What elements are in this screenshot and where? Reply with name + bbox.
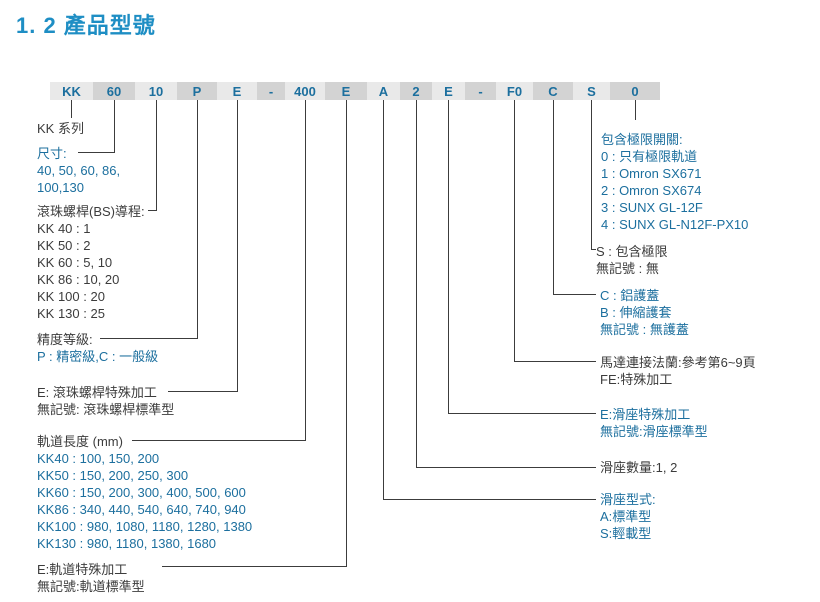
text-line: KK 50 : 2: [37, 238, 91, 253]
text-line: 滑座數量:1, 2: [600, 460, 678, 475]
code-segment-size: 60: [93, 82, 135, 100]
ball-screw-special-section: E: 滾珠螺桿特殊加工 無記號: 滾珠螺桿標準型: [37, 384, 174, 418]
text-line: 滑座型式:: [600, 492, 656, 507]
text-line: 軌道長度 (mm): [37, 434, 123, 449]
text-line: KK 60 : 5, 10: [37, 255, 113, 270]
rail-special-section: E:軌道特殊加工 無記號:軌道標準型: [37, 561, 145, 595]
code-segment-slider-special: E: [432, 82, 465, 100]
code-segment-slider-type: A: [367, 82, 400, 100]
code-segment-switch: 0: [610, 82, 660, 100]
text-line: 無記號 : 無護蓋: [600, 322, 689, 337]
text-line: 無記號: 滾珠螺桿標準型: [37, 402, 175, 417]
text-line: 無記號:軌道標準型: [37, 579, 145, 594]
text-line: A:標準型: [600, 509, 652, 524]
text-line: E: 滾珠螺桿特殊加工: [37, 385, 157, 400]
code-segment-flange: F0: [496, 82, 533, 100]
text-line: KK40 : 100, 150, 200: [37, 451, 160, 466]
text-line: 無記號:滑座標準型: [600, 424, 708, 439]
code-segment-lead: 10: [135, 82, 177, 100]
series-label-section: KK 系列: [37, 120, 84, 137]
text-line: 3 : SUNX GL-12F: [601, 200, 703, 215]
text-line: 40, 50, 60, 86,: [37, 163, 121, 178]
limit-switch-section: 包含極限開關: 0 : 只有極限軌道 1 : Omron SX671 2 : O…: [601, 131, 748, 233]
code-segment-dash1: -: [257, 82, 285, 100]
text-line: KK50 : 150, 200, 250, 300: [37, 468, 189, 483]
code-segment-series: KK: [50, 82, 93, 100]
text-line: 4 : SUNX GL-N12F-PX10: [601, 217, 749, 232]
text-line: 2 : Omron SX674: [601, 183, 702, 198]
text-line: B : 伸縮護套: [600, 305, 672, 320]
text-line: 0 : 只有極限軌道: [601, 149, 698, 164]
page-title: 1. 2 產品型號: [16, 13, 156, 38]
text-line: E:滑座特殊加工: [600, 407, 691, 422]
text-line: 100,130: [37, 180, 84, 195]
text-line: KK 100 : 20: [37, 289, 105, 304]
text-line: S : 包含極限: [596, 244, 668, 259]
ball-screw-lead-section: 滾珠螺桿(BS)導程: KK 40 : 1 KK 50 : 2 KK 60 : …: [37, 203, 145, 322]
slider-count-section: 滑座數量:1, 2: [600, 459, 677, 476]
slider-special-section: E:滑座特殊加工 無記號:滑座標準型: [600, 406, 708, 440]
text-line: 無記號 : 無: [596, 261, 659, 276]
accuracy-grade-section: 精度等級: P : 精密級,C : 一般級: [37, 331, 158, 365]
text-line: C : 鋁護蓋: [600, 288, 660, 303]
text-line: E:軌道特殊加工: [37, 562, 128, 577]
text-line: KK86 : 340, 440, 540, 640, 740, 940: [37, 502, 246, 517]
code-segment-slider-count: 2: [400, 82, 432, 100]
text-line: 馬達連接法蘭:參考第6~9頁: [600, 355, 756, 370]
text-line: FE:特殊加工: [600, 372, 673, 387]
code-segment-cover: C: [533, 82, 573, 100]
text-line: KK130 : 980, 1180, 1380, 1680: [37, 536, 217, 551]
code-segment-rail-special: E: [325, 82, 367, 100]
text-line: KK 130 : 25: [37, 306, 105, 321]
text-line: KK 40 : 1: [37, 221, 91, 236]
text-line: 尺寸:: [37, 146, 67, 161]
size-section: 尺寸: 40, 50, 60, 86, 100,130: [37, 145, 120, 196]
text-line: KK100 : 980, 1080, 1180, 1280, 1380: [37, 519, 253, 534]
model-code-bar: KK 60 10 P E - 400 E A 2 E - F0 C S 0: [50, 82, 660, 100]
code-segment-dash2: -: [465, 82, 496, 100]
text-line: S:輕載型: [600, 526, 652, 541]
motor-flange-section: 馬達連接法蘭:參考第6~9頁 FE:特殊加工: [600, 354, 756, 388]
code-segment-limit: S: [573, 82, 610, 100]
cover-section: C : 鋁護蓋 B : 伸縮護套 無記號 : 無護蓋: [600, 287, 689, 338]
text-line: 精度等級:: [37, 332, 93, 347]
slider-type-section: 滑座型式: A:標準型 S:輕載型: [600, 491, 656, 542]
code-segment-accuracy: P: [177, 82, 217, 100]
code-segment-rail-length: 400: [285, 82, 325, 100]
text-line: KK 系列: [37, 121, 84, 136]
text-line: 滾珠螺桿(BS)導程:: [37, 204, 145, 219]
text-line: 包含極限開關:: [601, 132, 683, 147]
code-segment-bs-special: E: [217, 82, 257, 100]
limit-included-section: S : 包含極限 無記號 : 無: [596, 243, 668, 277]
text-line: P : 精密級,C : 一般級: [37, 349, 159, 364]
text-line: 1 : Omron SX671: [601, 166, 702, 181]
text-line: KK 86 : 10, 20: [37, 272, 120, 287]
rail-length-section: 軌道長度 (mm) KK40 : 100, 150, 200 KK50 : 15…: [37, 433, 252, 552]
text-line: KK60 : 150, 200, 300, 400, 500, 600: [37, 485, 246, 500]
